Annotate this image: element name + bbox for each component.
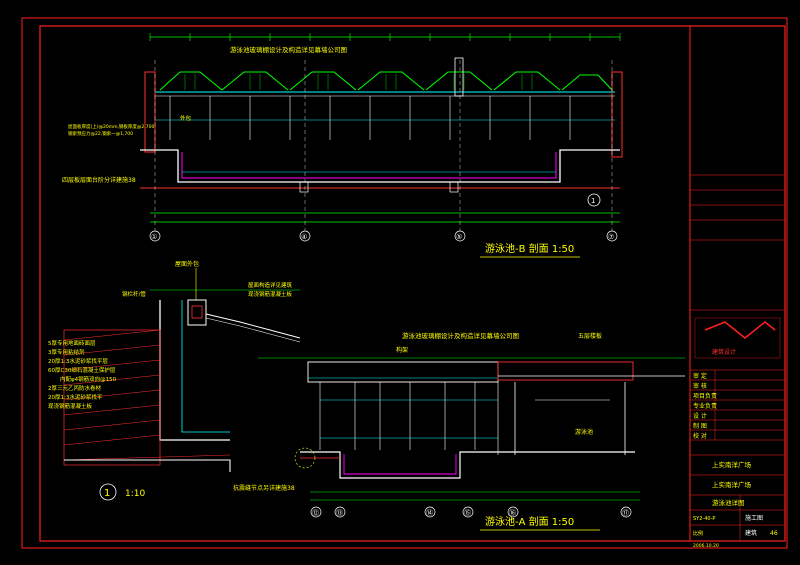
section-b-drawing <box>140 33 623 242</box>
section-b-note-left-1: 屋面板厚度(上)@20mm,钢板厚度@2.700 <box>68 123 154 130</box>
title-block-code: SY2-40-P <box>693 516 715 522</box>
title-block <box>689 26 785 541</box>
section-b-detail-callout: 1 <box>591 197 595 205</box>
title-block-row-6: 校 对 <box>693 432 707 440</box>
section-a-note-bottom: 抗震缝节点另详建施38 <box>233 484 295 492</box>
detail-1-layer-4: 内配φ4钢筋双向@150 <box>60 375 117 383</box>
skylight-roof <box>155 71 615 97</box>
section-a-axis-13: ⑬ <box>336 509 343 517</box>
section-b-note-top: 游泳池玻璃棚设计及构造详见幕墙公司图 <box>230 45 347 54</box>
section-a-axis-14: ⑭ <box>426 509 433 517</box>
title-block-project-2: 上实南洋广场 <box>712 480 752 489</box>
title-block-company: 建筑设计 <box>712 348 736 356</box>
detail-1-label-right-2: 现浇钢筋混凝土板 <box>248 290 293 298</box>
title-block-phase: 施工图 <box>745 514 763 522</box>
title-block-scale-label: 比例 <box>693 530 703 537</box>
detail-1-layer-3: 60厚C30细石混凝土保护层 <box>48 366 116 374</box>
detail-1-layer-1: 3厚专用粘结剂 <box>48 348 85 356</box>
title-block-row-4: 设 计 <box>693 412 707 420</box>
section-a-label-frame: 构架 <box>396 346 408 354</box>
section-b-note-bottom: 四层板层面台阶分详建施38 <box>62 176 136 184</box>
section-b-axis-7: ⑦ <box>608 233 614 241</box>
section-b-axis-1: ① <box>151 233 157 241</box>
detail-1-drawing <box>63 268 301 501</box>
title-block-drawing-name: 游泳池详图 <box>712 498 745 507</box>
section-a-drawing <box>258 357 685 518</box>
section-b-title: 游泳池-B 剖面 1:50 <box>485 242 574 255</box>
outer-frame <box>21 17 788 549</box>
title-block-row-5: 制 图 <box>693 422 707 430</box>
title-block-discipline: 建筑 <box>745 529 757 537</box>
section-a-title: 游泳池-A 剖面 1:50 <box>485 515 574 528</box>
title-block-project-1: 上实南洋广场 <box>712 460 752 469</box>
detail-1-layer-7: 现浇钢筋混凝土板 <box>48 402 93 410</box>
detail-1-layer-5: 2厚三元乙丙防水卷材 <box>48 384 101 392</box>
detail-1-scale: 1:10 <box>125 489 145 499</box>
pool-section-b <box>140 149 620 193</box>
detail-1-layer-6: 20厚1:3水泥砂浆找平 <box>48 393 103 401</box>
section-b-note-left-2: 钢索预应力@22,钢索一@1,700 <box>68 130 133 137</box>
section-b-axis-5: ⑤ <box>456 233 462 241</box>
title-block-row-1: 审 核 <box>693 382 707 390</box>
detail-1-layer-2: 20厚1:3水泥砂浆找平层 <box>48 357 108 365</box>
detail-1-label-left: 钢栏杆/管 <box>122 290 146 298</box>
title-block-date: 2006.10.20 <box>693 543 719 549</box>
section-a-axis-12: ⑫ <box>312 509 319 517</box>
detail-1-label-right-1: 屋面构造详见建筑 <box>248 281 293 289</box>
section-a-axis-15: ⑮ <box>464 509 471 517</box>
section-a-axis-17: ⑰ <box>622 509 629 517</box>
detail-1-number: 1 <box>104 488 110 499</box>
section-a-axis-16: ⑯ <box>509 509 516 517</box>
section-a-note-top: 游泳池玻璃棚设计及构造详见幕墙公司图 <box>402 331 519 340</box>
title-block-row-0: 审 定 <box>693 372 707 380</box>
section-a-label-top-right: 五层楼板 <box>578 332 602 340</box>
detail-1-label-top: 屋面外包 <box>175 260 199 268</box>
title-block-row-2: 项目负责 <box>693 392 717 400</box>
detail-1-layer-0: 5厚专用地面砖面层 <box>48 339 96 347</box>
section-b-axis-4: ④ <box>301 233 307 241</box>
section-b-label-waibao: 外包 <box>180 114 192 122</box>
title-block-number: 46 <box>770 530 778 537</box>
section-a-label-pool: 游泳池 <box>575 428 593 436</box>
title-block-row-3: 专业负责 <box>693 402 717 410</box>
inner-frame <box>39 25 786 542</box>
